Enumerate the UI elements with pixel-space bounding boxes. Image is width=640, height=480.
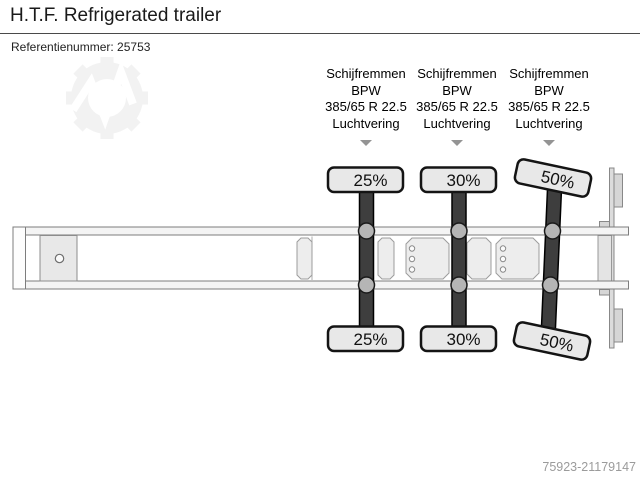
cross-member-panel: [466, 237, 492, 280]
wheel-hub: [357, 222, 376, 240]
suspension-label: Luchtvering: [515, 115, 583, 131]
axle-bar: [540, 173, 563, 343]
reference-number: Referentienummer: 25753: [11, 40, 151, 54]
axle-spec-column-1: Schijfremmen BPW 385/65 R 22.5 Luchtveri…: [318, 66, 414, 146]
axle-pointer-arrow-icon: [360, 140, 372, 146]
bolt-hole: [408, 255, 416, 263]
wheel-hub: [541, 276, 560, 294]
rear-bracket: [599, 221, 610, 228]
brakes-label: Schijfremmen: [417, 66, 497, 81]
cross-member-panel: [405, 237, 450, 280]
axle-spec-column-2: Schijfremmen BPW 385/65 R 22.5 Luchtveri…: [409, 66, 505, 146]
rear-crossblock: [597, 235, 612, 282]
kingpin: [54, 253, 65, 264]
tire: [326, 166, 405, 194]
axle-2: 30% 30%: [419, 166, 498, 353]
bolt-hole: [408, 266, 416, 273]
cross-member-panel: [377, 237, 395, 280]
axle-3: 50% 50%: [512, 158, 593, 361]
axle-bar: [358, 171, 375, 347]
tire: [419, 325, 498, 353]
page-title: H.T.F. Refrigerated trailer: [10, 5, 222, 26]
wheel-hub: [450, 222, 468, 240]
door-hinge: [613, 308, 623, 343]
chassis-rail-top: [12, 226, 629, 236]
axle-bar: [451, 171, 467, 347]
cross-members: [296, 237, 540, 280]
tire-size-label: 385/65 R 22.5: [325, 99, 407, 114]
axle-pointer-arrow-icon: [543, 140, 555, 146]
tire: [419, 166, 498, 194]
bolt-hole: [499, 245, 507, 252]
cross-member-panel: [495, 237, 540, 280]
wheel-hub: [450, 276, 468, 294]
gear-watermark-icon: [66, 57, 148, 139]
tire-wear-label: 30%: [446, 330, 480, 349]
rear-bracket: [599, 289, 610, 296]
door-hinge: [613, 173, 623, 208]
brand-label: BPW: [534, 82, 564, 98]
bolt-hole: [499, 255, 507, 263]
bolt-hole: [408, 245, 416, 252]
tire: [513, 158, 593, 198]
photo-code: 75923-21179147: [542, 460, 636, 474]
rear-frame: [597, 167, 623, 349]
bolt-hole: [499, 266, 507, 273]
wheel-hub: [357, 276, 376, 294]
brakes-label: Schijfremmen: [509, 66, 589, 81]
logo-zigzag: [69, 60, 137, 130]
tire-wear-label: 25%: [353, 330, 387, 349]
steered-tire-bottom: 50%: [512, 321, 592, 361]
tire: [512, 321, 592, 361]
tire-size-label: 385/65 R 22.5: [508, 99, 590, 114]
axle-spec-column-3: Schijfremmen BPW 385/65 R 22.5 Luchtveri…: [501, 66, 597, 146]
brakes-label: Schijfremmen: [326, 66, 406, 81]
title-divider: [0, 33, 640, 34]
front-cap: [12, 226, 26, 290]
brand-label: BPW: [351, 82, 381, 98]
steered-tire-top: 50%: [513, 158, 593, 198]
tire: [326, 325, 405, 353]
chassis-rail-bottom: [12, 280, 629, 290]
axle-pointer-arrow-icon: [451, 140, 463, 146]
tire-wear-label: 30%: [446, 171, 480, 190]
cross-member-panel: [296, 237, 313, 280]
tire-wear-label: 25%: [353, 171, 387, 190]
wheel-hub: [543, 222, 562, 240]
brand-label: BPW: [442, 82, 472, 98]
tire-size-label: 385/65 R 22.5: [416, 99, 498, 114]
suspension-label: Luchtvering: [423, 115, 491, 131]
suspension-label: Luchtvering: [332, 115, 400, 131]
axle-1: 25% 25%: [326, 166, 405, 353]
bolt-holes: [408, 245, 507, 273]
